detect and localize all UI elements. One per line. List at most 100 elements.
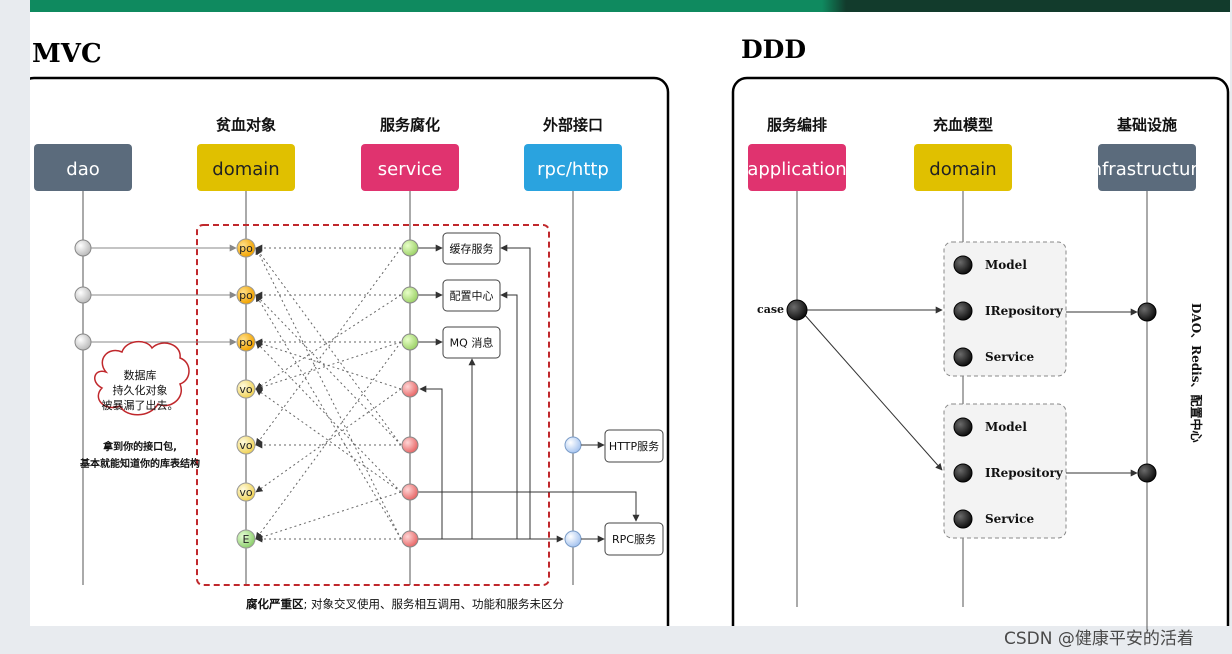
- domain-group-1: [943, 403, 1067, 539]
- domain-item-label: Model: [985, 420, 1027, 434]
- side-box-label: MQ 消息: [450, 336, 494, 350]
- mvc-box-service: [361, 144, 459, 191]
- http-node: [564, 436, 582, 454]
- cloud-text: 持久化对象: [113, 383, 168, 397]
- domain-item-node: [953, 301, 973, 321]
- case-to-group2: [803, 313, 943, 471]
- domain-item-node: [953, 463, 973, 483]
- top-bar: [30, 0, 1230, 12]
- domain-item-label: Model: [985, 258, 1027, 272]
- infra-side-label: DAO、Redis、配置中心: [1189, 303, 1204, 442]
- mvc-box-domain: [197, 144, 295, 191]
- watermark: CSDN @健康平安的活着: [1004, 629, 1194, 649]
- ddd-box-label-2: infrastructure: [1086, 159, 1209, 180]
- cross-reference: [255, 341, 402, 391]
- rpc-node: [564, 530, 582, 548]
- mvc-box-rpc-http: [524, 144, 622, 191]
- side-box: [442, 232, 501, 265]
- service-node: [401, 239, 419, 257]
- domain-item-label: IRepository: [985, 304, 1064, 318]
- domain-node-po: [236, 238, 256, 258]
- domain-group-0: [943, 241, 1067, 377]
- domain-node-vo: [236, 482, 256, 502]
- case-node: [786, 299, 808, 321]
- service-node: [401, 436, 419, 454]
- cross-reference: [255, 491, 402, 541]
- domain-item-label: Service: [985, 350, 1034, 364]
- side-box-label: HTTP服务: [609, 440, 659, 453]
- domain-node-E: [236, 529, 256, 549]
- mvc-footer: 腐化严重区; 对象交叉使用、服务相互调用、功能和服务未区分: [246, 597, 565, 611]
- service-node: [401, 286, 419, 304]
- domain-item-node: [953, 347, 973, 367]
- ddd-box-application: [748, 144, 846, 191]
- ddd-box-label-0: application: [747, 159, 846, 180]
- ddd-box-domain: [914, 144, 1012, 191]
- domain-item-label: Service: [985, 512, 1034, 526]
- ddd-box-infrastructure: [1098, 144, 1196, 191]
- service-node: [401, 530, 419, 548]
- cloud-text: 被暴漏了出去。: [102, 398, 179, 412]
- corruption-zone: [196, 224, 550, 586]
- cross-reference: [255, 247, 402, 446]
- ddd-header-2: 基础设施: [1116, 116, 1177, 134]
- domain-node-label: vo: [239, 439, 253, 452]
- cloud-callout: [94, 340, 190, 416]
- infra-node: [1137, 463, 1157, 483]
- domain-node-label: po: [239, 242, 253, 255]
- mvc-box-label-3: rpc/http: [537, 159, 609, 180]
- cross-reference: [255, 247, 402, 540]
- dao-node: [74, 286, 92, 304]
- mvc-box-label-2: service: [378, 159, 442, 180]
- domain-item-node: [953, 417, 973, 437]
- note-text: 拿到你的接口包,: [102, 440, 177, 453]
- note-text: 基本就能知道你的库表结构: [79, 457, 200, 470]
- side-box-label: 配置中心: [450, 290, 494, 303]
- service-node: [401, 483, 419, 501]
- ddd-box-label-1: domain: [929, 159, 996, 180]
- side-box-label: 缓存服务: [450, 242, 494, 256]
- ddd-title: DDD: [741, 35, 806, 64]
- service-node: [401, 333, 419, 351]
- mvc-header-2: 服务腐化: [380, 116, 440, 134]
- domain-node-label: po: [239, 289, 253, 302]
- ddd-header-0: 服务编排: [767, 116, 827, 134]
- mvc-box-label-0: dao: [66, 159, 99, 180]
- service-node: [401, 380, 419, 398]
- domain-item-node: [953, 509, 973, 529]
- ddd-header-1: 充血模型: [933, 116, 993, 134]
- domain-node-po: [236, 285, 256, 305]
- domain-node-label: vo: [239, 383, 253, 396]
- domain-node-label: vo: [239, 486, 253, 499]
- left-strip: [0, 0, 30, 654]
- domain-item-label: IRepository: [985, 466, 1064, 480]
- domain-node-po: [236, 332, 256, 352]
- cloud-text: 数据库: [124, 368, 157, 382]
- cross-reference: [255, 247, 402, 446]
- domain-node-vo: [236, 379, 256, 399]
- domain-node-label: E: [243, 533, 250, 546]
- side-box: [442, 326, 501, 359]
- side-box-label: RPC服务: [612, 533, 656, 546]
- mvc-box-dao: [34, 144, 132, 191]
- service-to-rpc: [418, 491, 640, 522]
- mvc-header-3: 外部接口: [542, 116, 603, 134]
- cross-reference: [255, 294, 402, 390]
- dao-node: [74, 239, 92, 257]
- case-label: case: [757, 303, 784, 316]
- mvc-title: MVC: [32, 39, 102, 69]
- side-box: [604, 429, 664, 463]
- dao-node: [74, 333, 92, 351]
- mvc-header-1: 贫血对象: [216, 116, 276, 134]
- mvc-box-label-1: domain: [212, 159, 279, 180]
- infra-node: [1137, 302, 1157, 322]
- domain-node-label: po: [239, 336, 253, 349]
- cross-reference: [255, 294, 402, 540]
- domain-node-vo: [236, 435, 256, 455]
- bottom-strip: [0, 626, 1232, 654]
- domain-item-node: [953, 255, 973, 275]
- side-box: [442, 279, 501, 312]
- cross-reference: [255, 341, 402, 540]
